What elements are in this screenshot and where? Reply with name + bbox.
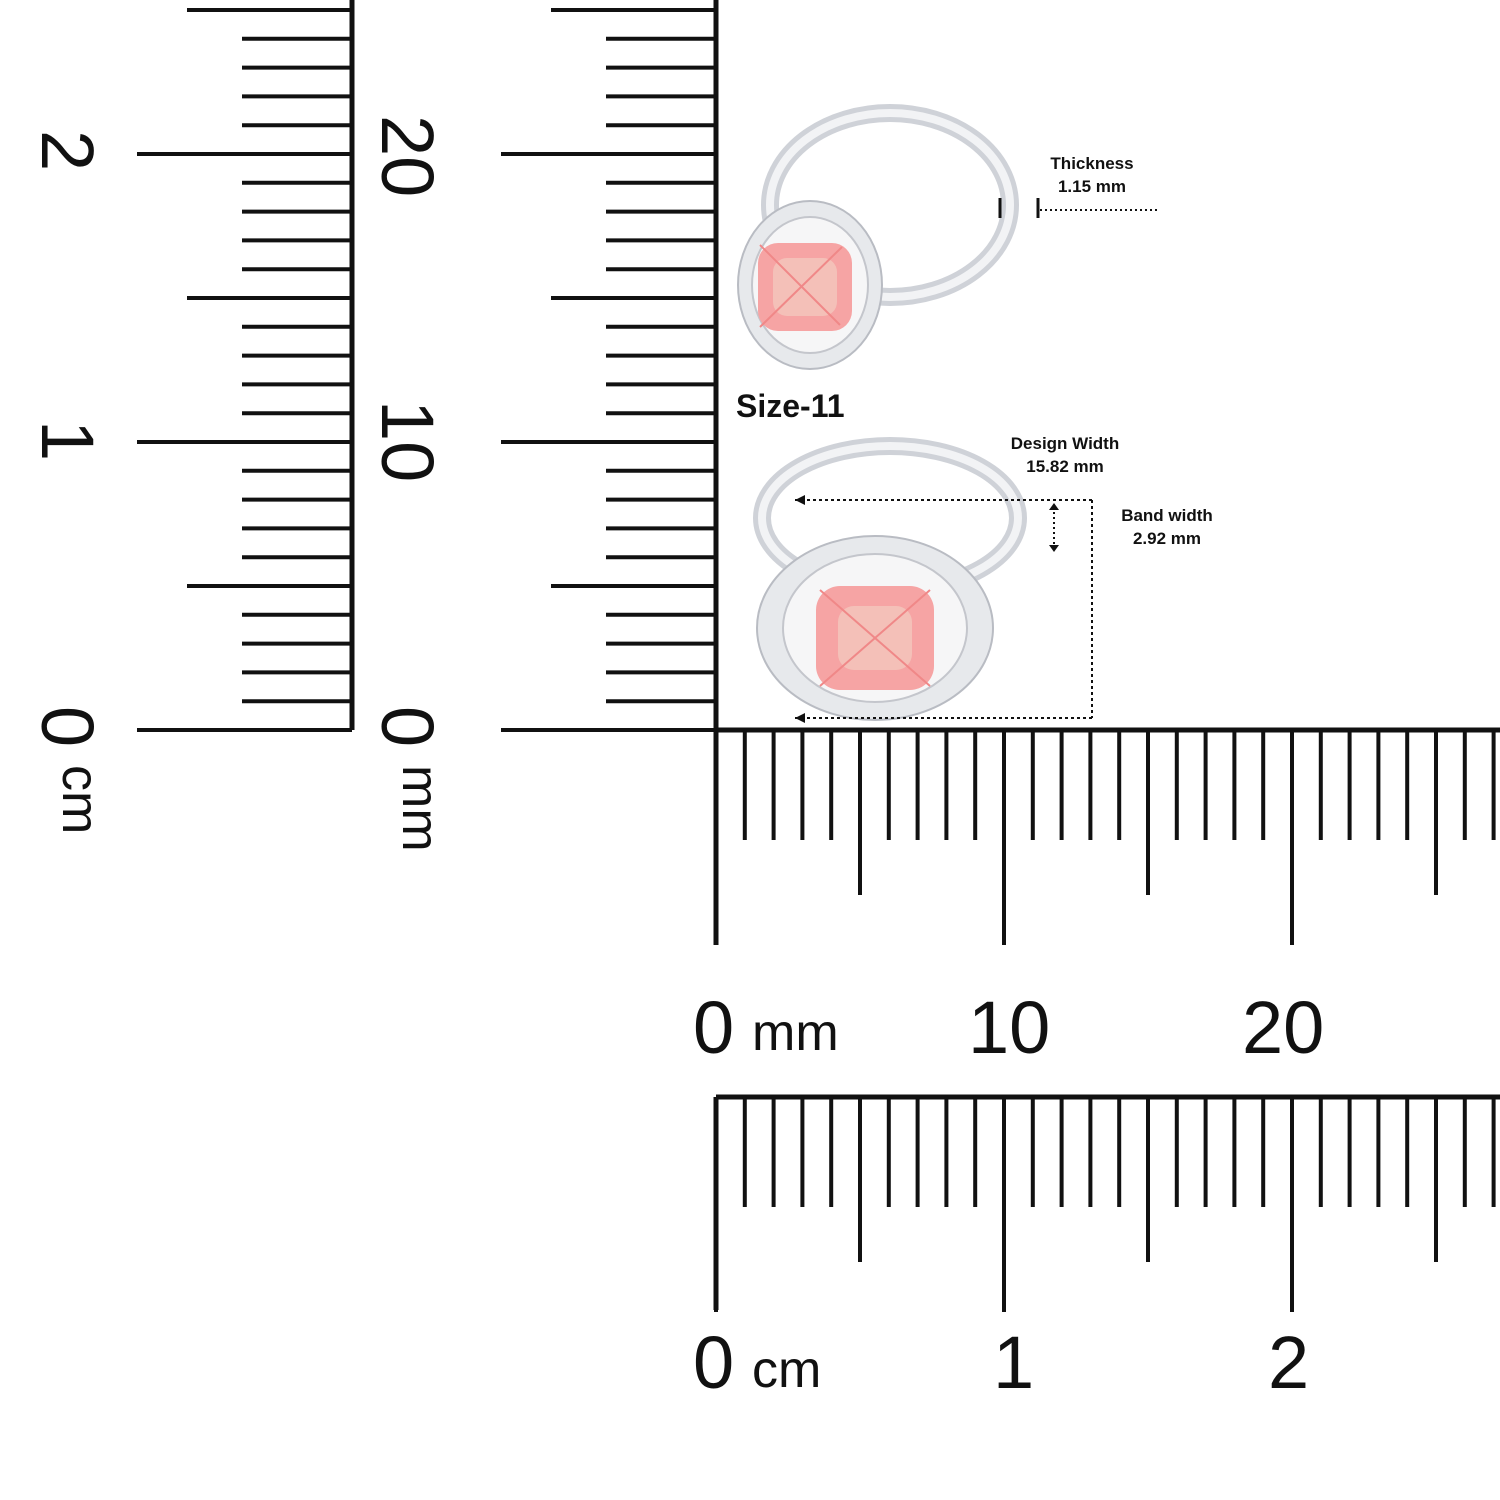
mm-horizontal-unit: mm [752,1004,839,1062]
size-label: Size-11 [736,388,845,424]
cm-horizontal-unit: cm [752,1341,822,1399]
cm-vertical-unit: cm [51,765,109,835]
mm-vertical-tick-10: 10 [366,400,449,483]
thickness-label: Thickness 1.15 mm [1040,152,1144,198]
design-width-title: Design Width [1010,434,1120,453]
cm-horizontal-zero: 0 [693,1321,735,1404]
design-width-value: 15.82 mm [1026,457,1104,476]
cm-vertical-zero: 0 [26,706,109,748]
thickness-title: Thickness [1050,154,1134,173]
mm-horizontal-zero: 0 [693,986,735,1069]
ring-front-view-image [753,437,1027,721]
design-width-dimension-line [795,495,1093,723]
cm-horizontal-tick-1: 1 [993,1321,1035,1404]
mm-horizontal-tick-10: 10 [968,986,1051,1069]
band-width-title: Band width [1121,506,1213,525]
thickness-dimension-line [998,198,1160,218]
thickness-value: 1.15 mm [1057,177,1127,196]
mm-vertical-unit: mm [391,765,449,852]
ring-side-view-image [737,104,1019,370]
band-width-value: 2.92 mm [1132,529,1202,548]
mm-horizontal-tick-20: 20 [1242,986,1325,1069]
cm-vertical-tick-1: 1 [26,420,109,462]
mm-vertical-tick-20: 20 [366,115,449,198]
cm-horizontal-tick-2: 2 [1268,1321,1310,1404]
mm-vertical-zero: 0 [366,706,449,748]
ruler-ticks [137,0,1500,1312]
band-width-label: Band width 2.92 mm [1108,504,1226,550]
cm-vertical-tick-2: 2 [26,130,109,172]
band-width-dimension-line [1049,503,1059,552]
design-width-label: Design Width 15.82 mm [1000,432,1130,478]
